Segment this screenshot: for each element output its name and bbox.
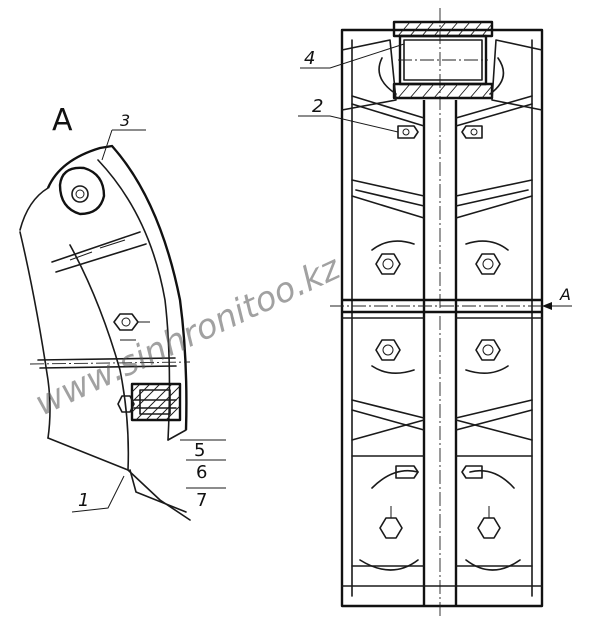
main-elevation [298, 8, 572, 618]
callout-5: 5 [194, 440, 205, 461]
top-crossbar-part-4 [392, 20, 494, 100]
watermark: www.sinhronitoo.kz [29, 247, 347, 424]
bolt-section-detail [117, 382, 182, 422]
callout-1: 1 [78, 490, 89, 511]
callout-7: 7 [196, 490, 207, 511]
leader-3 [101, 129, 146, 161]
view-label: A [52, 103, 73, 138]
leader-4 [300, 43, 405, 69]
bolt-pair-upper-icon [397, 125, 483, 139]
callout-4: 4 [304, 48, 315, 69]
callout-6: 6 [196, 462, 207, 483]
bolt-head-top-icon [71, 185, 89, 203]
view-a-detail [19, 129, 226, 521]
section-arrow-label: A [559, 285, 571, 304]
hex-nut-middle-icon [113, 313, 150, 341]
callout-3: 3 [120, 111, 130, 130]
hex-nuts-upper-icon [371, 240, 509, 275]
leaders-5-6-7 [180, 439, 226, 489]
callout-2: 2 [312, 96, 323, 117]
hex-nuts-lower-icon [371, 339, 509, 374]
bolt-eye-top [58, 166, 106, 216]
leader-2 [298, 115, 399, 133]
bolt-pair-lower-icon [379, 465, 501, 539]
leader-1 [71, 475, 125, 513]
section-arrow-icon [542, 302, 552, 310]
